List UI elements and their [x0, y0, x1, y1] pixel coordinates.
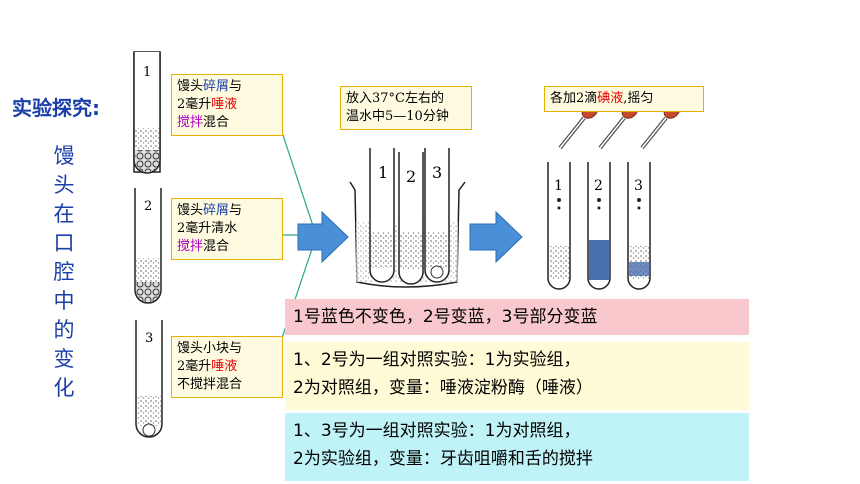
- drop-label-2: 2: [594, 178, 603, 194]
- result2-line1: 1、2号为一组对照实验：1为实验组，: [293, 350, 581, 370]
- note-line: 搅拌混合: [177, 238, 277, 256]
- iodine-tubes: 1 2 3: [547, 101, 681, 290]
- side-vertical-text: 馒头在口腔中的变化: [50, 142, 78, 403]
- side-char: 口: [53, 231, 75, 255]
- note-run: 碎屑: [203, 203, 230, 218]
- note-line: 不搅拌混合: [177, 376, 277, 394]
- note-run: 碎屑: [203, 79, 230, 94]
- result-comparison-1-2: 1、2号为一组对照实验：1为实验组， 2为对照组，变量：唾液淀粉酶（唾液）: [285, 342, 749, 410]
- note-run: 馒头小块与: [177, 341, 243, 356]
- tube-2-number: 2: [144, 199, 152, 214]
- note-line: 馒头碎屑与: [177, 78, 277, 96]
- step-iodine-note: 各加2滴碘液,摇匀: [544, 86, 704, 112]
- step3-suffix: ,摇匀: [623, 91, 654, 106]
- note-line: 馒头小块与: [177, 340, 277, 358]
- step3-prefix: 各加2滴: [550, 91, 598, 106]
- note-run: 与: [229, 203, 243, 218]
- step-warm-water-note: 放入37°C左右的 温水中5—10分钟: [340, 86, 472, 130]
- note-run: 2毫升: [177, 359, 212, 374]
- arrow-2: [469, 210, 523, 264]
- arrow-1: [297, 210, 349, 264]
- note-line: 搅拌混合: [177, 114, 277, 132]
- side-char: 馒: [53, 144, 75, 168]
- side-char: 中: [53, 289, 75, 313]
- drop-label-1: 1: [554, 178, 563, 194]
- side-char: 变: [53, 347, 75, 371]
- step2-line1: 放入37°C左右的: [346, 91, 444, 106]
- note-run: 混合: [203, 239, 230, 254]
- side-char: 在: [53, 202, 75, 226]
- step2-line2: 温水中5—10分钟: [346, 109, 449, 124]
- note-line: 2毫升唾液: [177, 96, 277, 114]
- result-comparison-1-3: 1、3号为一组对照实验：1为对照组， 2为实验组，变量：牙齿咀嚼和舌的搅拌: [285, 413, 749, 481]
- result-color-observation: 1号蓝色不变色，2号变蓝，3号部分变蓝: [285, 299, 749, 335]
- drop-label-3: 3: [634, 178, 643, 194]
- note-run: 2毫升: [177, 97, 212, 112]
- result2-line2: 2为对照组，变量：唾液淀粉酶（唾液）: [293, 378, 593, 398]
- water-beaker: 1 2 3: [349, 148, 466, 288]
- side-char: 头: [53, 173, 75, 197]
- side-char: 的: [53, 318, 75, 342]
- beaker-label-2: 2: [406, 167, 416, 186]
- note-run: 搅拌: [177, 239, 204, 254]
- note-run: 馒头: [177, 79, 204, 94]
- note-run: 唾液: [211, 97, 238, 112]
- tube-3: 3: [135, 320, 163, 438]
- note-run: 馒头: [177, 203, 204, 218]
- result3-line2: 2为实验组，变量：牙齿咀嚼和舌的搅拌: [293, 449, 593, 469]
- page-title: 实验探究:: [12, 96, 100, 120]
- note-run: 混合: [203, 115, 230, 130]
- result3-line1: 1、3号为一组对照实验：1为对照组，: [293, 421, 581, 441]
- side-char: 腔: [53, 260, 75, 284]
- note-run: 不搅拌混合: [177, 377, 243, 392]
- note-line: 2毫升唾液: [177, 358, 277, 376]
- note-run: 唾液: [211, 359, 238, 374]
- tube-1: 1: [133, 51, 161, 174]
- beaker-label-3: 3: [432, 163, 442, 182]
- side-char: 化: [53, 376, 75, 400]
- step3-highlight: 碘液: [597, 91, 624, 106]
- tube-2: 2: [134, 188, 162, 304]
- note-line: 馒头碎屑与: [177, 202, 277, 220]
- tube-3-number: 3: [145, 331, 153, 346]
- note-run: 搅拌: [177, 115, 204, 130]
- beaker-label-1: 1: [378, 163, 388, 182]
- tube-1-number: 1: [143, 65, 151, 80]
- note-line: 2毫升清水: [177, 220, 277, 238]
- note-run: 2毫升清水: [177, 221, 238, 236]
- note-run: 与: [229, 79, 243, 94]
